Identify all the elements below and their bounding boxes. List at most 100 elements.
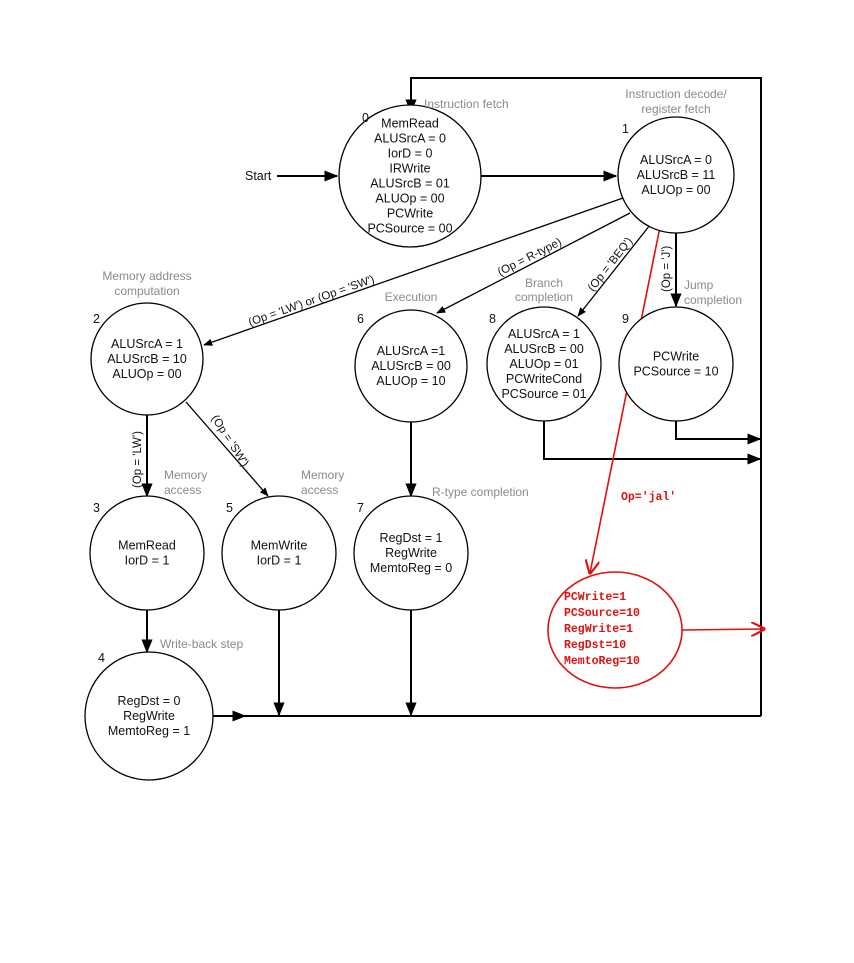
- edge-9-bus: [675, 421, 762, 445]
- edge-8-bus: [543, 421, 762, 465]
- edge-label-1-8: (Op = 'BEQ'): [586, 235, 635, 294]
- control-signal: ALUSrcA =1: [377, 344, 445, 358]
- start-arrow: Start: [245, 169, 339, 183]
- control-signal: ALUSrcA = 1: [111, 337, 183, 351]
- control-signal: PCSource = 00: [367, 222, 452, 236]
- phase-label: register fetch: [641, 102, 710, 116]
- edge-2-5: [185, 401, 269, 497]
- edge-label-1-jal: Op='jal': [621, 491, 676, 504]
- phase-label: Memory: [164, 468, 207, 482]
- edge-label-2-3: (Op = 'LW'): [132, 431, 144, 488]
- control-signal: MemtoReg=10: [564, 655, 640, 668]
- control-signal: ALUOp = 00: [375, 192, 444, 206]
- control-signal: MemtoReg = 0: [370, 561, 452, 575]
- control-signal: ALUOp = 00: [112, 367, 181, 381]
- control-signal: ALUOp = 00: [641, 183, 710, 197]
- start-label: Start: [245, 169, 272, 183]
- phase-label: Memory address: [102, 269, 191, 283]
- control-signal: ALUSrcA = 1: [508, 327, 580, 341]
- control-signal: ALUSrcB = 00: [371, 359, 451, 373]
- control-signal: ALUOp = 01: [509, 357, 578, 371]
- state-jal: PCWrite=1PCSource=10RegWrite=1RegDst=10M…: [564, 591, 640, 668]
- phase-label: computation: [114, 284, 179, 298]
- control-signal: PCWriteCond: [506, 372, 582, 386]
- edge-1-6: [436, 212, 631, 314]
- control-signal: IorD = 0: [388, 147, 433, 161]
- edge-label-1-6: (Op = R-type): [496, 236, 564, 279]
- state-circle: [618, 306, 734, 422]
- state-circle: [84, 651, 214, 781]
- phase-label: access: [301, 483, 338, 497]
- edge-1-8: [577, 224, 651, 317]
- state-number: 2: [93, 312, 100, 326]
- state-circle: [354, 309, 468, 423]
- state-circle: [89, 495, 205, 611]
- control-signal: ALUSrcA = 0: [374, 132, 446, 146]
- edge-label-1-9: (Op = 'J'): [661, 246, 673, 292]
- state-number: 9: [622, 312, 629, 326]
- state-number: 8: [489, 312, 496, 326]
- phase-label: access: [164, 483, 201, 497]
- control-signal: MemRead: [118, 539, 176, 553]
- edge-1-jal: [590, 226, 661, 573]
- state-circle: [617, 116, 735, 234]
- edge-label-2-5: (Op = 'SW'): [208, 413, 250, 469]
- jal-annotation: Op='jal': [547, 226, 764, 689]
- control-signal: ALUOp = 10: [376, 374, 445, 388]
- state-1: 1 Instruction decode/register fetchALUSrc…: [617, 87, 735, 234]
- control-signal: IRWrite: [389, 162, 430, 176]
- state-number: 4: [98, 651, 105, 665]
- control-signal: MemRead: [381, 117, 439, 131]
- state-circle: [486, 306, 602, 422]
- state-circle: [90, 302, 204, 416]
- edge-1-2: [203, 197, 624, 346]
- control-signal: RegWrite=1: [564, 623, 633, 636]
- phase-label: completion: [684, 293, 742, 307]
- control-signal: PCWrite: [653, 350, 699, 364]
- phase-label: Branch: [525, 276, 563, 290]
- control-signal: ALUSrcB = 01: [370, 177, 450, 191]
- state-number: 0: [362, 111, 369, 125]
- state-circle: [353, 495, 469, 611]
- state-circle: [338, 104, 482, 248]
- phase-label: Memory: [301, 468, 344, 482]
- state-number: 3: [93, 501, 100, 515]
- control-signal: RegDst = 0: [118, 694, 181, 708]
- phase-label: Write-back step: [160, 637, 243, 651]
- control-signal: PCSource = 01: [501, 387, 586, 401]
- control-signal: PCSource=10: [564, 607, 640, 620]
- control-signal: RegDst = 1: [380, 531, 443, 545]
- control-signal: RegWrite: [385, 546, 437, 560]
- phase-label: R-type completion: [432, 485, 529, 499]
- control-signal: PCWrite=1: [564, 591, 626, 604]
- control-signal: ALUSrcB = 00: [504, 342, 584, 356]
- state-number: 6: [357, 312, 364, 326]
- phase-label: Jump: [684, 278, 714, 292]
- phase-label: Execution: [385, 290, 438, 304]
- control-signal: RegDst=10: [564, 639, 626, 652]
- control-signal: MemWrite: [251, 539, 308, 553]
- control-signal: IorD = 1: [125, 554, 170, 568]
- control-signal: IorD = 1: [257, 554, 302, 568]
- state-number: 7: [357, 501, 364, 515]
- phase-label: Instruction fetch: [424, 97, 509, 111]
- phase-label: completion: [515, 290, 573, 304]
- state-number: 1: [622, 122, 629, 136]
- control-signal: ALUSrcA = 0: [640, 153, 712, 167]
- control-signal: RegWrite: [123, 709, 175, 723]
- state-circle: [221, 495, 337, 611]
- edge-jal-bus: [681, 629, 764, 630]
- phase-label: Instruction decode/: [625, 87, 727, 101]
- control-signal: PCSource = 10: [633, 365, 718, 379]
